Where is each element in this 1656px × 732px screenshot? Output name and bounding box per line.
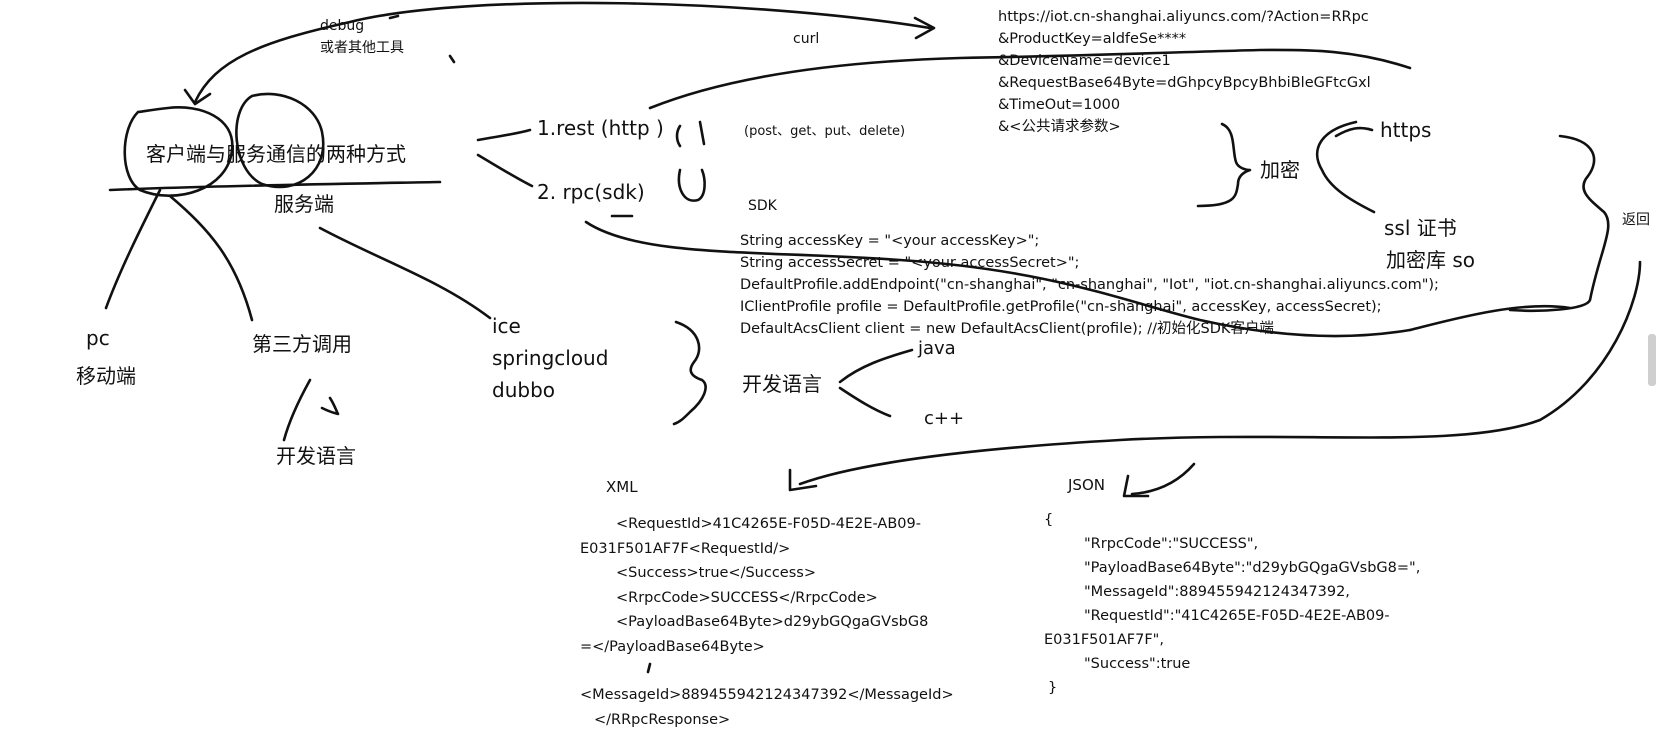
xml-line: <RrpcCode>SUCCESS</RrpcCode> xyxy=(580,586,954,611)
sdk-code-line: String accessSecret = "<your accessSecre… xyxy=(740,252,1439,274)
sdk-code-line: DefaultProfile.addEndpoint("cn-shanghai"… xyxy=(740,274,1439,296)
branch-to-rpc xyxy=(478,155,532,186)
encrypt-label: 加密 xyxy=(1260,158,1300,182)
url-line: &ProductKey=aldfeSe**** xyxy=(998,28,1371,50)
mark-rpc xyxy=(679,170,705,201)
json-line: "MessageId":889455942124347392, xyxy=(1044,580,1420,604)
https-label: https xyxy=(1380,118,1431,142)
mark-top-a xyxy=(390,16,398,18)
xml-line: <RequestId>41C4265E-F05D-4E2E-AB09- xyxy=(580,512,954,537)
branch-lang-cpp xyxy=(840,388,890,416)
third-party-label: 第三方调用 xyxy=(252,332,352,356)
xml-line: E031F501AF7F<RequestId/> xyxy=(580,537,954,562)
mark-third-party-tick xyxy=(322,398,338,414)
framework-dubbo: dubbo xyxy=(492,378,555,402)
branch-to-pc xyxy=(106,190,160,308)
pc-label: pc xyxy=(86,326,110,350)
mark-third-party-lang xyxy=(284,380,310,440)
json-line: "Success":true xyxy=(1044,652,1420,676)
sdk-label: SDK xyxy=(748,198,777,215)
mark-rest-b xyxy=(677,126,680,146)
json-label: JSON xyxy=(1068,476,1105,494)
framework-springcloud: springcloud xyxy=(492,346,608,370)
sdk-code-line: String accessKey = "<your accessKey>"; xyxy=(740,230,1439,252)
rest-label: 1.rest (http ) xyxy=(537,116,664,140)
url-line: &<公共请求参数> xyxy=(998,116,1371,138)
branch-to-rest xyxy=(478,130,530,140)
framework-ice: ice xyxy=(492,314,521,338)
xml-block: <RequestId>41C4265E-F05D-4E2E-AB09- E031… xyxy=(580,512,954,732)
json-block: { "RrpcCode":"SUCCESS", "PayloadBase64By… xyxy=(1044,508,1420,700)
xml-line: </RRpcResponse> xyxy=(580,708,954,732)
url-line: &TimeOut=1000 xyxy=(998,94,1371,116)
sdk-code-block: String accessKey = "<your accessKey>"; S… xyxy=(740,230,1439,340)
xml-label: XML xyxy=(606,478,638,496)
branch-to-frameworks xyxy=(320,228,490,318)
branch-lang-java xyxy=(840,350,912,382)
json-line: } xyxy=(1044,676,1420,700)
xml-line: =</PayloadBase64Byte> xyxy=(580,635,954,660)
mark-rest xyxy=(700,122,704,144)
brace-frameworks xyxy=(674,322,706,424)
two-ways-label: 客户端与服务通信的两种方式 xyxy=(146,142,406,166)
dev-lang-mid-label: 开发语言 xyxy=(742,372,822,396)
java-label: java xyxy=(918,338,956,360)
url-line: &RequestBase64Byte=dGhpcyBpcyBhbiBleGFtc… xyxy=(998,72,1371,94)
url-line: &DeviceName=device1 xyxy=(998,50,1371,72)
mobile-label: 移动端 xyxy=(76,364,136,388)
xml-line: <PayloadBase64Byte>d29ybGQgaGVsbG8 xyxy=(580,610,954,635)
json-line: "RequestId":"41C4265E-F05D-4E2E-AB09- xyxy=(1044,604,1420,628)
branch-to-third-party xyxy=(170,196,252,320)
vertical-scrollbar[interactable] xyxy=(1648,334,1656,386)
arrow-url-to-client xyxy=(195,3,930,102)
mark-top-b xyxy=(450,56,454,62)
json-line: { xyxy=(1044,508,1420,532)
http-methods-label: (post、get、put、delete) xyxy=(744,124,905,140)
url-line: https://iot.cn-shanghai.aliyuncs.com/?Ac… xyxy=(998,6,1371,28)
xml-line: <MessageId>889455942124347392</MessageId… xyxy=(580,683,954,708)
brace-return xyxy=(1510,136,1608,311)
cpp-label: c++ xyxy=(924,408,964,430)
json-line: "RrpcCode":"SUCCESS", xyxy=(1044,532,1420,556)
url-block: https://iot.cn-shanghai.aliyuncs.com/?Ac… xyxy=(998,6,1371,138)
json-line: E031F501AF7F", xyxy=(1044,628,1420,652)
sdk-code-line: IClientProfile profile = DefaultProfile.… xyxy=(740,296,1439,318)
rpc-label: 2. rpc(sdk) xyxy=(537,180,645,204)
debug-label: debug xyxy=(320,18,364,35)
other-tools-label: 或者其他工具 xyxy=(320,40,404,57)
json-line: "PayloadBase64Byte":"d29ybGQgaGVsbG8=", xyxy=(1044,556,1420,580)
dev-lang-left-label: 开发语言 xyxy=(276,444,356,468)
curl-label: curl xyxy=(793,31,819,48)
return-label: 返回 xyxy=(1622,212,1650,229)
server-label: 服务端 xyxy=(274,192,334,216)
circle-server xyxy=(236,94,323,187)
xml-line: <Success>true</Success> xyxy=(580,561,954,586)
sdk-code-line: DefaultAcsClient client = new DefaultAcs… xyxy=(740,318,1439,340)
arrow-to-json xyxy=(1132,464,1194,494)
